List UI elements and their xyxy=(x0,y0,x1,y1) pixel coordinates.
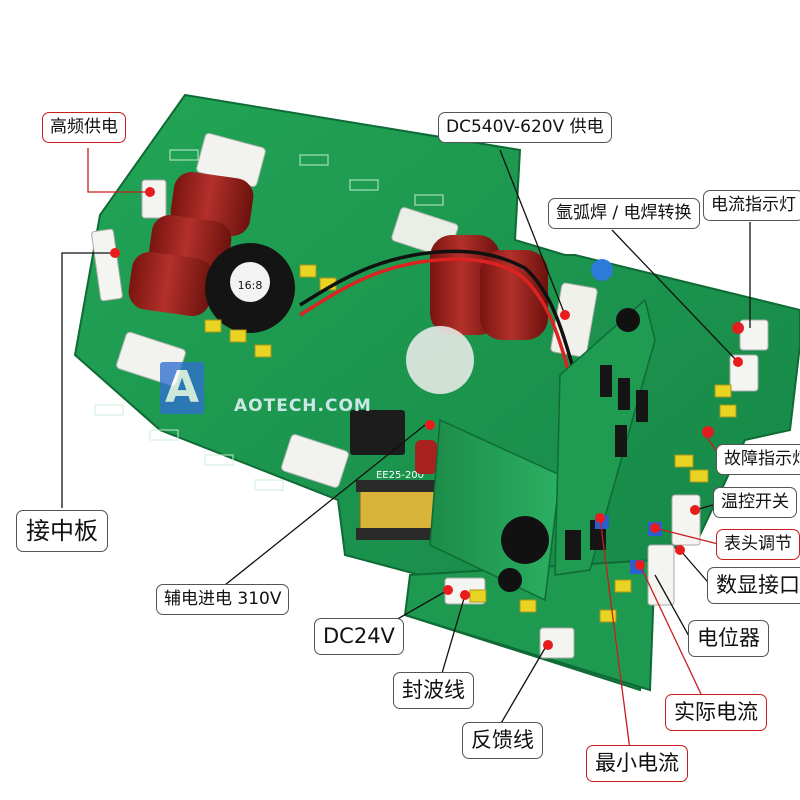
label-argon-switch: 氩弧焊 / 电焊转换 xyxy=(548,198,700,229)
connector xyxy=(739,319,769,351)
label-middle-board: 接中板 xyxy=(16,510,108,552)
label-temp-switch: 温控开关 xyxy=(713,487,797,518)
film-capacitors-left xyxy=(128,172,254,317)
connector xyxy=(91,228,123,302)
connector xyxy=(647,544,675,606)
label-meter-adjust: 表头调节 xyxy=(716,529,800,560)
label-aux-power: 辅电进电 310V xyxy=(156,584,290,615)
toroid-ratio-text: 16:8 xyxy=(238,279,263,292)
silkscreen-marks xyxy=(94,149,444,491)
connector xyxy=(539,627,575,659)
label-actual-current: 实际电流 xyxy=(665,694,767,731)
toroid-transformer: 16:8 xyxy=(205,243,295,333)
label-digital-port: 数显接口 xyxy=(707,567,800,604)
red-capacitor xyxy=(415,440,437,474)
cement-resistor xyxy=(281,434,349,488)
watermark-text: AOTECH.COM xyxy=(234,396,372,416)
label-feedback: 反馈线 xyxy=(462,722,543,759)
connector xyxy=(141,179,167,219)
label-current-light: 电流指示灯 xyxy=(703,190,800,221)
blue-capacitor xyxy=(591,259,613,281)
board-plate xyxy=(406,326,474,394)
label-fault-light: 故障指示灯 xyxy=(716,444,800,475)
label-potentiometer: 电位器 xyxy=(688,620,769,657)
electrolytic-capacitor xyxy=(501,516,549,564)
power-module xyxy=(350,410,405,455)
label-min-current: 最小电流 xyxy=(586,745,688,782)
ee-transformer: EE25-200 xyxy=(356,470,444,540)
label-dc24v: DC24V xyxy=(314,618,404,655)
ic-chips xyxy=(565,365,648,560)
current-led xyxy=(732,322,744,334)
label-hf-power: 高频供电 xyxy=(42,112,126,143)
connector xyxy=(671,494,701,546)
power-cable-black xyxy=(299,249,584,401)
electrolytic-capacitor xyxy=(616,308,640,332)
leader-dots xyxy=(110,187,743,650)
fault-led xyxy=(702,426,714,438)
transformer-text: EE25-200 xyxy=(376,470,424,481)
label-dc540: DC540V-620V 供电 xyxy=(438,112,612,143)
label-seal-wave: 封波线 xyxy=(393,672,474,709)
watermark-logo: A xyxy=(160,362,204,414)
power-cable-red xyxy=(299,257,577,396)
electrolytic-capacitor xyxy=(498,568,522,592)
